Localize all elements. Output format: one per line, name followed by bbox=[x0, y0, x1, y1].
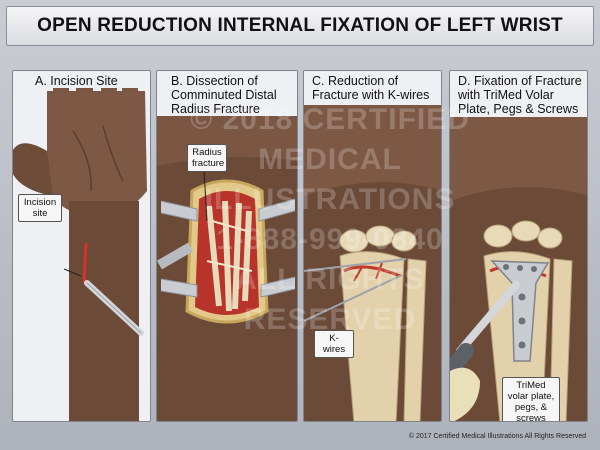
title-bar: OPEN REDUCTION INTERNAL FIXATION OF LEFT… bbox=[6, 6, 594, 46]
panel-b-illustration bbox=[157, 115, 297, 421]
panel-d: D. Fixation of Fracture with TriMed Vola… bbox=[449, 70, 588, 422]
panel-b-label: B. Dissection of Comminuted Distal Radiu… bbox=[157, 71, 297, 116]
panel-a-illustration bbox=[13, 71, 147, 421]
callout-trimed-volar-plate: TriMed volar plate, pegs, & screws bbox=[502, 377, 560, 421]
panel-c: C. Reduction of Fracture with K-wires K-… bbox=[303, 70, 442, 422]
callout-k-wires: K-wires bbox=[314, 330, 354, 358]
callout-radius-fracture: Radius fracture bbox=[187, 144, 227, 172]
page-title: OPEN REDUCTION INTERNAL FIXATION OF LEFT… bbox=[37, 15, 563, 36]
callout-incision-site: Incision site bbox=[18, 194, 62, 222]
panel-a-label: A. Incision Site bbox=[13, 71, 150, 88]
panel-c-illustration bbox=[304, 105, 441, 421]
panel-c-label: C. Reduction of Fracture with K-wires bbox=[304, 71, 441, 102]
panel-d-label: D. Fixation of Fracture with TriMed Vola… bbox=[450, 71, 587, 116]
copyright-text: © 2017 Certified Medical Illustrations A… bbox=[408, 433, 586, 440]
panel-b: B. Dissection of Comminuted Distal Radiu… bbox=[156, 70, 298, 422]
panel-d-illustration bbox=[450, 117, 587, 421]
panel-a: A. Incision Site Incision site bbox=[12, 70, 151, 422]
